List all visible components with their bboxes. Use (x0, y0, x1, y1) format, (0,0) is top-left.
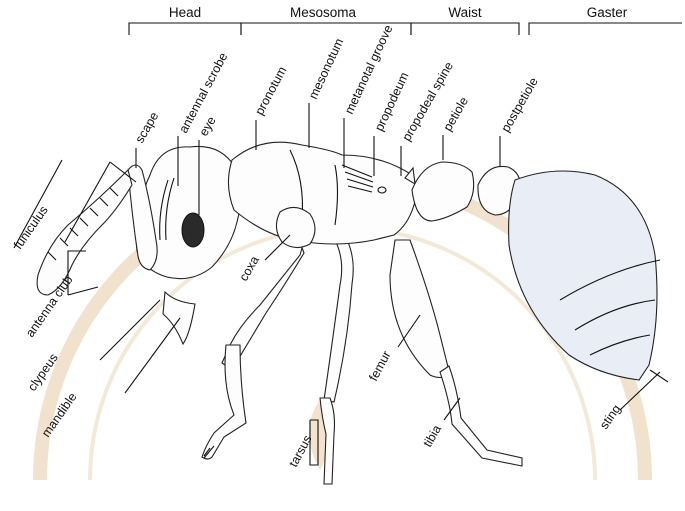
label-funiculus: funiculus (11, 203, 51, 251)
region-gaster-label: Gaster (587, 5, 628, 20)
region-brackets (129, 23, 682, 35)
label-petiole: petiole (440, 95, 471, 134)
label-scape: scape (132, 110, 161, 146)
petiole-shape (412, 162, 474, 221)
label-postpetiole: postpetiole (498, 75, 540, 134)
region-mesosoma-label: Mesosoma (290, 5, 357, 20)
coxa-shape (276, 207, 315, 247)
label-sting: sting (597, 402, 624, 432)
sting-shape (650, 370, 668, 382)
mandible-shape (163, 292, 195, 344)
region-waist-label: Waist (448, 5, 481, 20)
label-propodeum: propodeum (372, 70, 411, 133)
gaster-shape (509, 171, 657, 380)
label-eye: eye (196, 114, 218, 138)
label-tibia: tibia (420, 423, 444, 450)
eye-shape (182, 213, 204, 247)
label-mesonotum: mesonotum (306, 36, 346, 101)
mesosoma-shape (228, 142, 416, 244)
label-coxa: coxa (236, 254, 261, 284)
ant-body (37, 142, 668, 484)
region-head-label: Head (169, 5, 201, 20)
label-pronotum: pronotum (252, 64, 289, 117)
label-femur: femur (366, 349, 393, 384)
